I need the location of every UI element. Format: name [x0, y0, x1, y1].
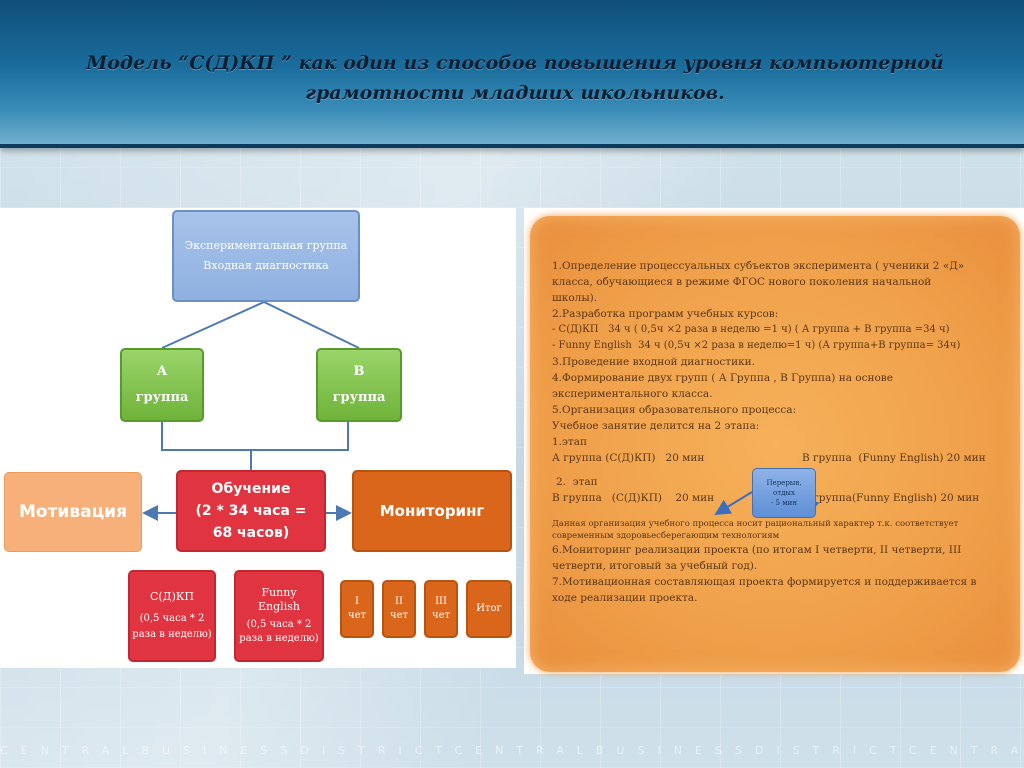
- stage-2-row: В группа (С(Д)КП) 20 мин А группа(Funny …: [552, 490, 1004, 506]
- stage-1-left: А группа (С(Д)КП) 20 мин: [552, 452, 705, 464]
- quarter-2-num: II: [395, 596, 403, 607]
- stage-1-row: А группа (С(Д)КП) 20 мин В группа (Funny…: [552, 450, 1004, 466]
- break-line-1: Перерыв,: [766, 479, 802, 487]
- footer-watermark: CENTRALBUSINESSDISTRICTCENTRALBUSINESSDI…: [0, 744, 1024, 757]
- connector-exp-to-b: [263, 301, 360, 349]
- sdkp-hours-1: (0,5 часа * 2: [139, 613, 205, 624]
- funny-english-course-box: Funny English (0,5 часа * 2 раза в недел…: [234, 570, 324, 662]
- plan-line-11: Учебное занятие делится на 2 этапа:: [552, 420, 760, 432]
- quarter-2-label: чет: [389, 610, 409, 621]
- plan-line-16: ходе реализации проекта.: [552, 592, 698, 604]
- title-line-2: грамотности младших школьников.: [305, 82, 725, 104]
- plan-line-12: 1.этап: [552, 436, 587, 448]
- stage-2-right: А группа(Funny English) 20 мин: [802, 492, 980, 504]
- total-box: Итог: [466, 580, 512, 638]
- learning-title: Обучение: [211, 481, 291, 497]
- plan-line-1: 1.Определение процессуальных субъектов э…: [552, 260, 965, 272]
- group-b-label: группа: [332, 390, 386, 405]
- quarter-3-num: III: [435, 596, 447, 607]
- experimental-group-label: Экспериментальная группа: [184, 239, 348, 252]
- funny-hours-2: раза в неделю): [239, 633, 319, 644]
- break-line-2: отдых: [773, 489, 795, 497]
- monitoring-box: Мониторинг: [352, 470, 512, 552]
- plan-line-15: 7.Мотивационная составляющая проекта фор…: [552, 576, 977, 588]
- plan-line-10: 5.Организация образовательного процесса:: [552, 404, 797, 416]
- total-label: Итог: [476, 603, 502, 614]
- plan-line-14: четверти, итоговый за учебный год).: [552, 560, 758, 572]
- motivation-label: Мотивация: [18, 502, 128, 522]
- stage-2-left: В группа (С(Д)КП) 20 мин: [552, 492, 715, 504]
- plan-card: 1.Определение процессуальных субъектов э…: [530, 216, 1020, 672]
- learning-hours-1: (2 * 34 часа =: [195, 503, 307, 519]
- stage-2-label: 2. этап: [556, 476, 598, 488]
- plan-line-9: экспериментального класса.: [552, 388, 713, 400]
- plan-line-4: 2.Разработка программ учебных курсов:: [552, 308, 779, 320]
- group-a-box: А группа: [120, 348, 204, 422]
- note-line-2: современным здоровьесберегающим технолог…: [552, 531, 780, 541]
- plan-panel: 1.Определение процессуальных субъектов э…: [524, 208, 1024, 674]
- plan-line-3: школы).: [552, 292, 598, 304]
- monitoring-label: Мониторинг: [379, 502, 485, 520]
- group-b-box: В группа: [316, 348, 402, 422]
- experimental-group-box: Экспериментальная группа Входная диагнос…: [172, 210, 360, 302]
- break-line-3: - 5 мин: [770, 499, 798, 507]
- group-a-label: группа: [135, 390, 189, 405]
- connector-exp-to-a: [161, 301, 265, 349]
- plan-text: 1.Определение процессуальных субъектов э…: [552, 258, 1004, 606]
- group-a-letter: А: [156, 364, 168, 379]
- plan-line-2: класса, обучающиеся в режиме ФГОС нового…: [552, 276, 932, 288]
- slide-title: Модель “С(Д)КП ” как один из способов по…: [40, 48, 990, 108]
- break-box: Перерыв, отдых - 5 мин: [752, 468, 816, 518]
- title-line-1: Модель “С(Д)КП ” как один из способов по…: [86, 52, 944, 74]
- title-bar: Модель “С(Д)КП ” как один из способов по…: [0, 0, 1024, 148]
- quarter-1-num: I: [355, 596, 359, 607]
- sdkp-title: С(Д)КП: [149, 590, 195, 603]
- quarter-1-box: I чет: [340, 580, 374, 638]
- connector-ab-join: [161, 422, 349, 451]
- funny-hours-1: (0,5 часа * 2: [246, 619, 312, 630]
- diagram-panel: Экспериментальная группа Входная диагнос…: [0, 208, 516, 668]
- sdkp-course-box: С(Д)КП (0,5 часа * 2 раза в неделю): [128, 570, 216, 662]
- plan-line-5: - С(Д)КП 34 ч ( 0,5ч ×2 раза в неделю =1…: [552, 324, 950, 335]
- quarter-1-label: чет: [347, 610, 367, 621]
- funny-title-2: English: [258, 600, 300, 613]
- note-line-1: Данная организация учебного процесса нос…: [552, 519, 959, 529]
- plan-line-7: 3.Проведение входной диагностики.: [552, 356, 755, 368]
- plan-line-8: 4.Формирование двух групп ( А Группа , В…: [552, 372, 893, 384]
- quarter-2-box: II чет: [382, 580, 416, 638]
- motivation-box: Мотивация: [4, 472, 142, 552]
- plan-line-6: - Funny English 34 ч (0,5ч ×2 раза в нед…: [552, 340, 961, 351]
- plan-line-13: 6.Мониторинг реализации проекта (по итог…: [552, 544, 962, 556]
- stage-1-right: В группа (Funny English) 20 мин: [802, 452, 986, 464]
- learning-hours-2: 68 часов): [212, 525, 290, 541]
- group-b-letter: В: [353, 364, 365, 379]
- funny-title-1: Funny: [261, 586, 297, 599]
- entry-diagnostics-label: Входная диагностика: [203, 259, 329, 272]
- quarter-3-label: чет: [431, 610, 451, 621]
- sdkp-hours-2: раза в неделю): [132, 629, 212, 640]
- quarter-3-box: III чет: [424, 580, 458, 638]
- learning-box: Обучение (2 * 34 часа = 68 часов): [176, 470, 326, 552]
